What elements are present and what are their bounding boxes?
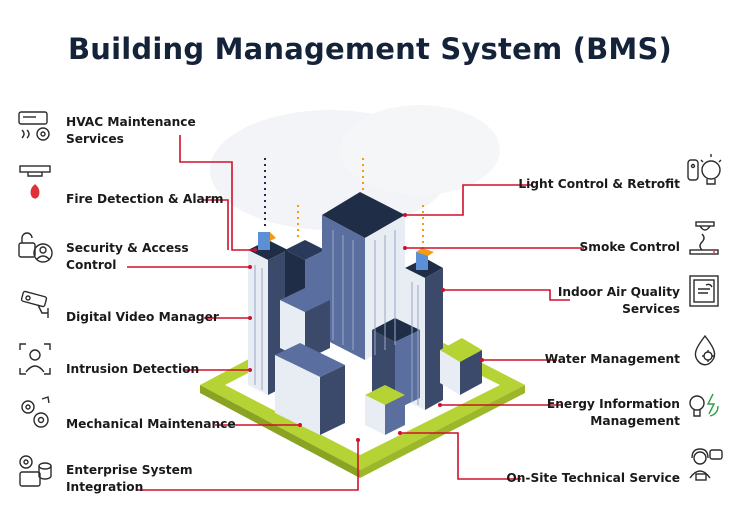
diagram-title: Building Management System (BMS) (67, 32, 673, 66)
label-intrusion: Intrusion Detection (66, 362, 200, 376)
label-smoke-control: Smoke Control (579, 240, 680, 254)
building-right-small (440, 338, 482, 395)
hvac-icon (16, 108, 54, 146)
integration-icon (16, 452, 54, 490)
background-cloud (340, 105, 500, 195)
water-drop-icon (686, 333, 724, 371)
connector-dots (248, 213, 484, 442)
label-onsite: On-Site Technical Service (506, 471, 680, 485)
gears-icon (16, 394, 54, 432)
label-fire-detection: Fire Detection & Alarm (66, 192, 224, 206)
building-front-small (365, 385, 405, 435)
connector-lines (127, 135, 584, 491)
window-lines (254, 230, 419, 405)
label-mechanical: Mechanical Maintenance (66, 417, 236, 431)
ground-edge (360, 385, 525, 478)
label-light-control: Light Control & Retrofit (518, 177, 680, 191)
ground-edge (200, 385, 360, 478)
smoke-control-icon (686, 220, 724, 258)
label-water: Water Management (544, 352, 680, 366)
air-quality-icon (686, 273, 724, 311)
cctv-camera-icon (16, 286, 54, 324)
energy-icon (686, 390, 724, 428)
light-bulb-icon (686, 152, 724, 190)
security-access-icon (16, 229, 54, 267)
intrusion-detection-icon (16, 340, 54, 378)
building-left-tower (248, 232, 288, 395)
label-digital-video: Digital Video Manager (66, 310, 219, 324)
building-front-block (275, 343, 345, 435)
technician-icon (686, 446, 724, 484)
fire-alarm-icon (16, 163, 54, 201)
